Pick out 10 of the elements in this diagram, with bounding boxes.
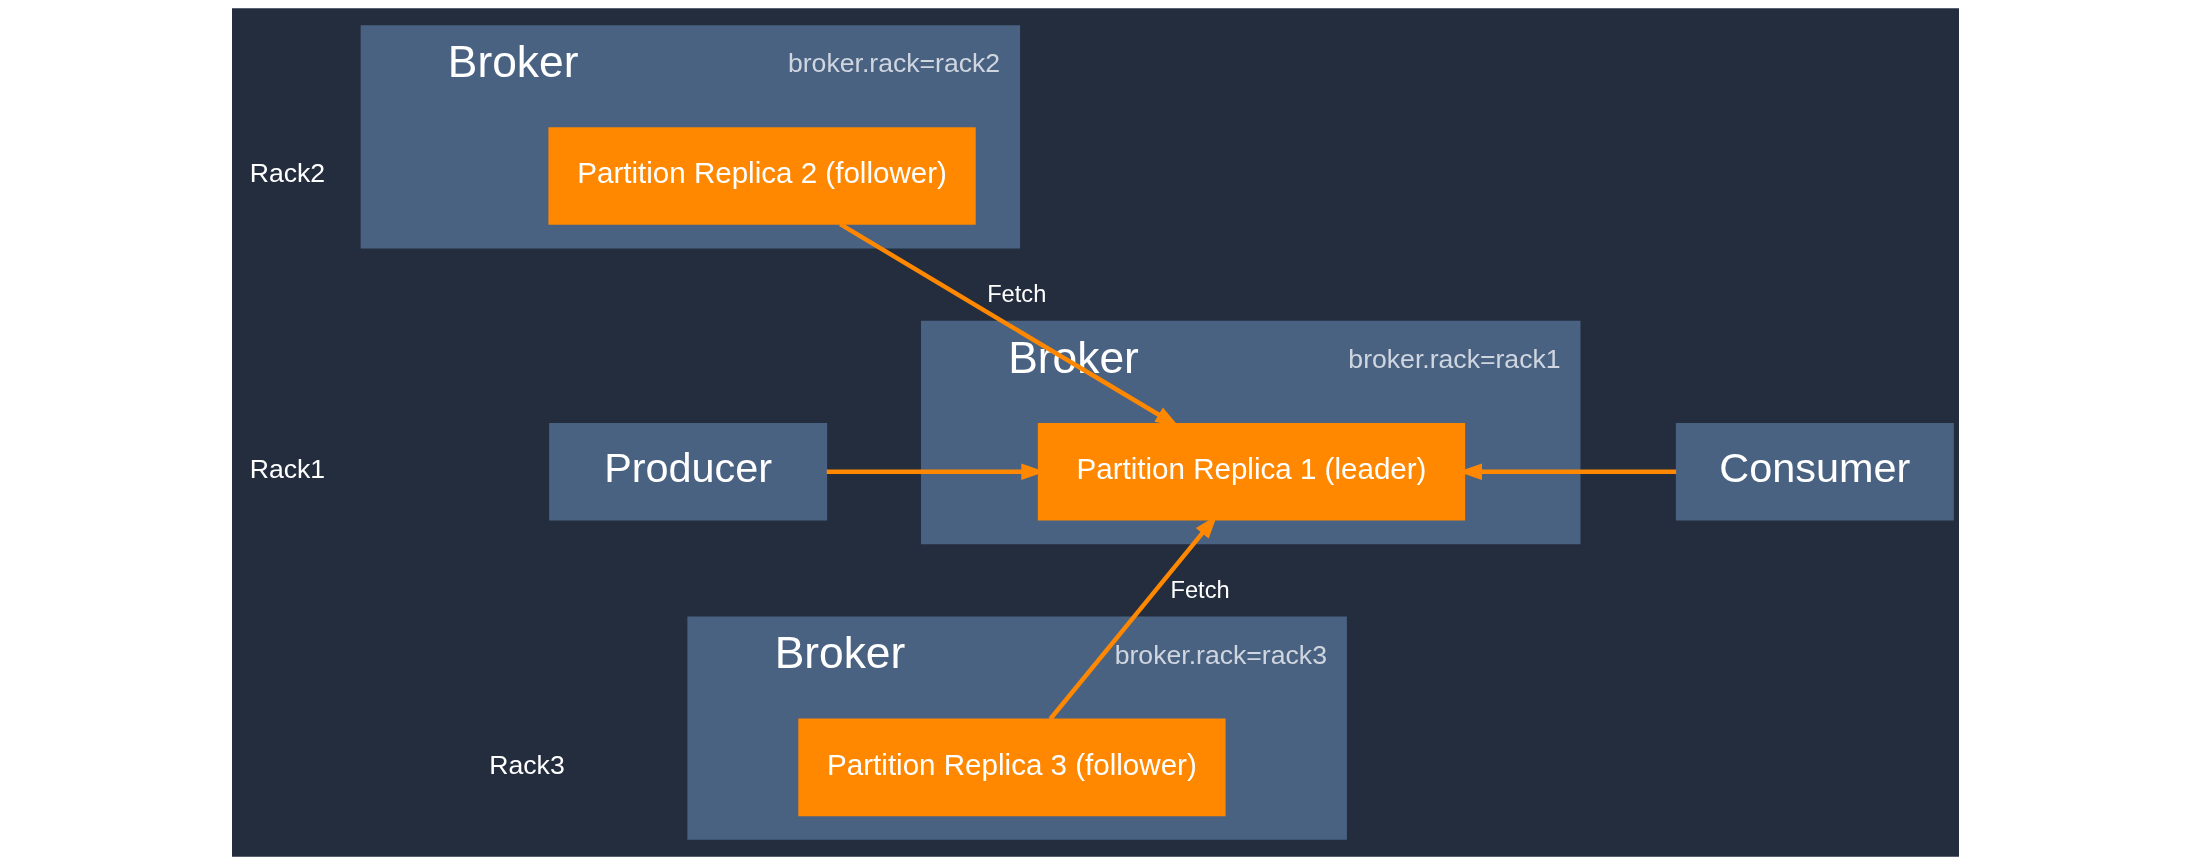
edge-label: Fetch: [986, 281, 1046, 308]
label: Rack1: [249, 454, 325, 485]
node-box: Producer: [548, 422, 827, 521]
node-box: Partition Replica 1 (leader): [1037, 422, 1465, 521]
label: Rack3: [488, 749, 565, 780]
edge-label: Fetch: [1169, 576, 1230, 603]
label: Rack2: [249, 158, 325, 189]
node-box: Consumer: [1675, 422, 1954, 521]
node-box: Partition Replica 3 (follower): [797, 718, 1226, 817]
node-box: Partition Replica 2 (follower): [547, 127, 976, 225]
